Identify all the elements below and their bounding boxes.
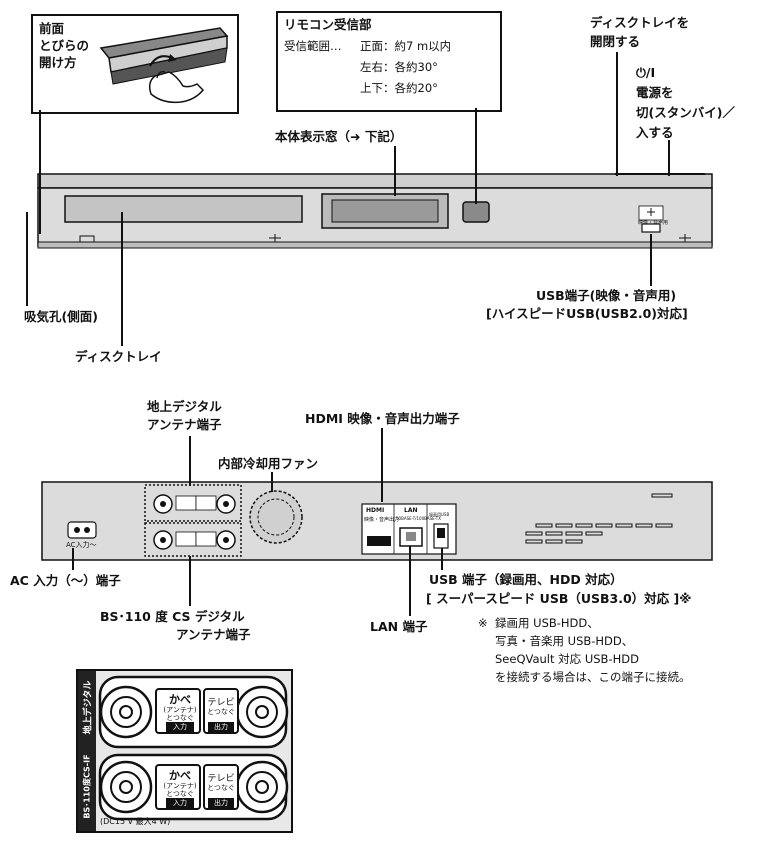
leader-bs [189, 556, 191, 606]
leader-usb-front [650, 234, 652, 286]
wall-label-top: かべ [169, 693, 191, 706]
tv-label-bottom: テレビ [207, 774, 235, 784]
vent-label: 吸気孔(側面) [24, 309, 98, 324]
wall-sub-top-2: とつなぐ [166, 714, 194, 722]
display-window-label: 本体表示窓（➜ 下記） [275, 129, 403, 144]
disc-tray[interactable] [64, 195, 303, 223]
door-open-callout: 前面 とびらの 開け方 [31, 14, 239, 114]
rear-usb-label-2: [ スーパースピード USB（USB3.0）対応 ]※ [426, 591, 692, 606]
remote-receiver-callout: リモコン受信部 受信範囲… 正面：約7 m以内 左右：各約30° 上下：各約20… [276, 11, 502, 112]
leader-disc-open [616, 52, 618, 176]
note-line-2: 写真・音楽用 USB-HDD、 [495, 634, 634, 648]
terrestrial-antenna-label-2: アンテナ端子 [147, 417, 222, 432]
side-strip [78, 671, 96, 831]
hdmi-output-label: HDMI 映像・音声出力端子 [305, 411, 460, 426]
rear-usb-label-1: USB 端子（録画用、HDD 対応） [429, 572, 623, 587]
leader-power [668, 140, 670, 176]
side-label-terrestrial: 地上デジタル [83, 680, 94, 735]
lan-badge-sub: 10BASE-T/100BASE-TX [396, 516, 441, 521]
usb-rear-badge: 録画用USB [429, 512, 450, 517]
side-label-bs: BS･110度CS-IF [82, 754, 92, 819]
terrestrial-antenna-label-1: 地上デジタル [147, 399, 222, 414]
ac-inlet[interactable] [67, 521, 97, 539]
door-title-line-1: 前面 [39, 21, 65, 36]
front-usb-badge: 映像・音声用 [638, 220, 669, 226]
leader-terrestrial [189, 436, 191, 486]
leader-lan [409, 546, 411, 616]
leader-display [394, 146, 396, 196]
tv-sub-top: とつなぐ [207, 708, 235, 716]
hdmi-badge-sub: 映像・音声出力 [364, 517, 400, 523]
ac-badge: AC入力～ [66, 541, 97, 549]
input-badge-bottom: 入力 [166, 798, 194, 808]
leader-hdmi [381, 428, 383, 502]
cooling-fan-label: 内部冷却用ファン [218, 456, 319, 471]
door-title-line-2: とびらの [39, 38, 90, 53]
lan-label: LAN 端子 [370, 619, 428, 634]
leader-remote [475, 108, 477, 204]
wall-sub-bottom-2: とつなぐ [166, 790, 194, 798]
receiving-range-label: 受信範囲… [284, 39, 342, 53]
remote-receiver-title: リモコン受信部 [284, 17, 372, 32]
range-left-right: 左右：各約30° [360, 60, 438, 74]
wall-label-bottom: かべ [169, 769, 191, 782]
power-label-3: 入する [636, 125, 674, 140]
ac-input-label: AC 入力（～）端子 [10, 573, 121, 588]
front-usb-label-1: USB端子(映像・音声用) [536, 288, 677, 303]
bs-antenna-label-1: BS･110 度 CS デジタル [100, 609, 245, 624]
disc-tray-label: ディスクトレイ [75, 349, 162, 364]
tv-sub-bottom: とつなぐ [207, 784, 235, 792]
note-line-1: 録画用 USB-HDD、 [495, 616, 599, 630]
leader-fan [271, 472, 273, 492]
note-line-4: を接続する場合は、この端子に接続。 [495, 670, 691, 684]
leader-rear-usb [441, 548, 443, 570]
remote-receiver [462, 201, 490, 223]
antenna-panel-detail: 地上デジタル BS･110度CS-IF かべ (アンテナ) とつなぐ 入力 テレ… [76, 669, 293, 833]
power-label-1: 電源を [636, 85, 674, 100]
rear-device-body [41, 481, 713, 561]
leader-ac [72, 548, 74, 570]
wall-sub-top-1: (アンテナ) [163, 706, 197, 714]
range-front: 正面：約7 m以内 [360, 39, 452, 53]
power-note: (DC15 V 最大4 W) [100, 817, 171, 826]
bs-antenna-label-2: アンテナ端子 [176, 627, 251, 642]
power-label-2: 切(スタンバイ)／ [636, 105, 735, 120]
front-usb-port[interactable] [641, 223, 661, 233]
disc-tray-open-close-label: ディスクトレイを [590, 15, 690, 30]
leader-door [39, 110, 41, 234]
hdmi-badge: HDMI [366, 507, 385, 514]
tv-label-top: テレビ [207, 698, 235, 708]
output-badge-bottom: 出力 [208, 798, 234, 808]
front-usb-label-2: [ハイスピードUSB(USB2.0)対応] [486, 306, 688, 321]
door-title-line-3: 開け方 [39, 55, 77, 70]
power-symbol: ⏻/I [636, 65, 656, 80]
leader-disc-tray [121, 212, 123, 346]
leader-vent [26, 212, 28, 306]
disc-tray-open-close-label-2: 開閉する [590, 34, 641, 49]
input-badge-top: 入力 [166, 722, 194, 732]
hdmi-port[interactable] [367, 536, 391, 546]
range-up-down: 上下：各約20° [360, 81, 438, 95]
note-mark: ※ [478, 616, 488, 630]
output-badge-top: 出力 [208, 722, 234, 732]
front-device-body [37, 173, 713, 249]
note-line-3: SeeQVault 対応 USB-HDD [495, 652, 639, 666]
wall-sub-bottom-1: (アンテナ) [163, 782, 197, 790]
lan-badge: LAN [404, 507, 418, 514]
hand-opening-door-illustration [99, 27, 229, 104]
